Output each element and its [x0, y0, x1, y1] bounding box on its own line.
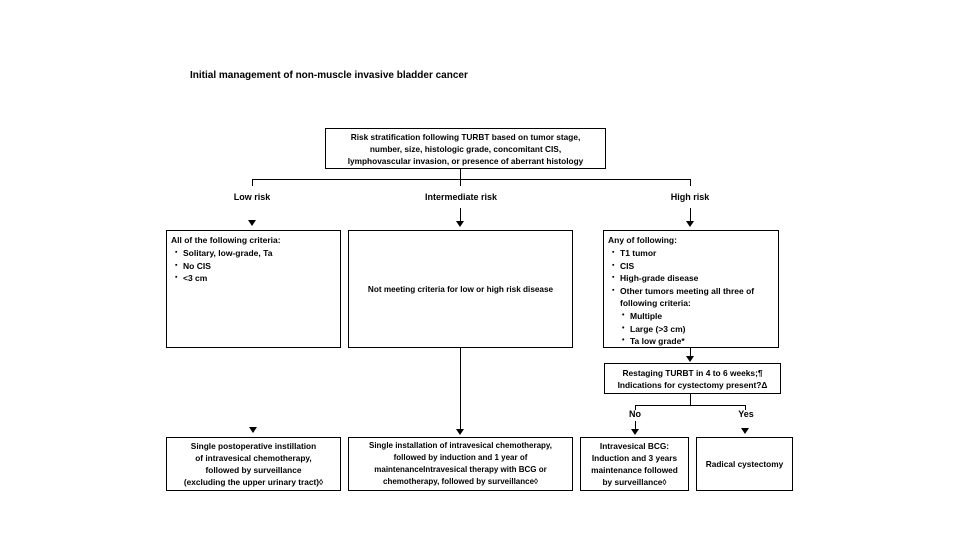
- square-bullet-icon: ▪: [612, 249, 615, 256]
- restaging-line: Indications for cystectomy present?Δ: [617, 379, 768, 390]
- square-bullet-icon: ▪: [612, 274, 615, 282]
- connector-branch-line: [252, 179, 691, 181]
- outcome-low-line: Single postoperative instillation: [190, 441, 317, 451]
- square-bullet-icon: ▪: [175, 261, 178, 269]
- arrow-line-no: [635, 421, 637, 430]
- intermediate-risk-text: Not meeting criteria for low or high ris…: [367, 284, 554, 294]
- outcome-bcg-line: by surveillance◊: [602, 477, 667, 487]
- list-item: ▪ High-grade disease: [608, 272, 774, 285]
- risk-stratification-line: Risk stratification following TURBT base…: [350, 131, 581, 142]
- arrow-line-restaging: [690, 348, 692, 357]
- outcome-intermediate-line: Single installation of intravesical chem…: [368, 441, 552, 450]
- low-risk-criteria-box: All of the following criteria: ▪ Solitar…: [166, 230, 341, 348]
- low-risk-item: <3 cm: [183, 273, 208, 284]
- high-risk-heading: Any of following:: [608, 235, 677, 245]
- low-risk-item: No CIS: [183, 260, 211, 271]
- square-bullet-icon: ▪: [612, 286, 615, 294]
- risk-stratification-line: number, size, histologic grade, concomit…: [369, 143, 562, 154]
- branch-label-intermediate: Intermediate risk: [424, 192, 498, 202]
- risk-stratification-line: lymphovascular invasion, or presence of …: [347, 155, 584, 166]
- outcome-intermediate-line: chemotherapy, followed by surveillance◊: [383, 477, 538, 486]
- connector-intermediate-stub: [460, 179, 462, 186]
- list-item: ▪ T1 tumor: [608, 247, 774, 260]
- connector-root-stub: [460, 169, 462, 179]
- arrow-line-intermediate: [460, 208, 462, 222]
- round-bullet-icon: •: [622, 324, 625, 332]
- high-risk-item: High-grade disease: [620, 273, 699, 284]
- outcome-box-low: Single postoperative instillation of int…: [166, 437, 341, 491]
- round-bullet-icon: •: [622, 311, 625, 319]
- list-item: ▪ <3 cm: [171, 272, 336, 285]
- outcome-box-bcg: Intravesical BCG: Induction and 3 years …: [580, 437, 689, 491]
- arrow-down-no: [631, 429, 639, 435]
- decision-label-yes: Yes: [738, 409, 754, 419]
- connector-high-stub: [690, 179, 692, 186]
- outcome-bcg-line: Induction and 3 years: [591, 453, 678, 463]
- arrow-down-restaging: [686, 356, 694, 362]
- round-bullet-icon: •: [622, 337, 625, 345]
- list-item: ▪ CIS: [608, 260, 774, 273]
- arrow-line-high: [690, 208, 692, 222]
- square-bullet-icon: ▪: [175, 274, 178, 282]
- list-item: ▪ No CIS: [171, 260, 336, 273]
- list-item: • Ta low grade*: [608, 335, 774, 348]
- connector-decision-line: [635, 405, 746, 407]
- outcome-intermediate-line: maintenanceIntravesical therapy with BCG…: [374, 465, 547, 474]
- list-item: • Multiple: [608, 310, 774, 323]
- arrow-down-high: [686, 221, 694, 227]
- risk-stratification-box: Risk stratification following TURBT base…: [325, 128, 606, 169]
- arrow-line-intermediate-outcome: [460, 348, 462, 429]
- connector-decision-stub: [690, 394, 692, 405]
- restaging-line: Restaging TURBT in 4 to 6 weeks;¶: [622, 367, 763, 378]
- arrow-down-yes: [741, 428, 749, 434]
- low-risk-heading: All of the following criteria:: [171, 235, 281, 245]
- branch-label-high: High risk: [670, 192, 710, 202]
- high-risk-item: T1 tumor: [620, 248, 657, 258]
- connector-no-stub: [635, 405, 637, 410]
- page-title: Initial management of non-muscle invasiv…: [190, 70, 468, 81]
- list-item: ▪ Other tumors meeting all three of foll…: [608, 285, 774, 310]
- outcome-bcg-line: maintenance followed: [591, 465, 678, 475]
- connector-low-stub: [252, 179, 254, 186]
- outcome-cystectomy-text: Radical cystectomy: [705, 459, 784, 469]
- outcome-low-line: (excluding the upper urinary tract)◊: [183, 477, 324, 487]
- arrow-down-intermediate-outcome: [456, 429, 464, 435]
- low-risk-item: Solitary, low-grade, Ta: [183, 248, 273, 258]
- connector-yes-stub: [745, 405, 747, 410]
- square-bullet-icon: ▪: [612, 261, 615, 269]
- high-risk-subitem: Large (>3 cm): [630, 323, 686, 334]
- outcome-low-line: followed by surveillance: [205, 465, 302, 475]
- high-risk-subitem: Multiple: [630, 310, 663, 321]
- high-risk-compound-item: Other tumors meeting all three of follow…: [620, 285, 755, 309]
- high-risk-criteria-box: Any of following: ▪ T1 tumor ▪ CIS ▪ Hig…: [603, 230, 779, 348]
- outcome-bcg-line: Intravesical BCG:: [599, 441, 670, 451]
- high-risk-item: CIS: [620, 260, 635, 271]
- high-risk-subitem: Ta low grade*: [630, 336, 685, 347]
- list-item: • Large (>3 cm): [608, 323, 774, 336]
- arrow-down-low: [248, 220, 256, 226]
- list-item: ▪ Solitary, low-grade, Ta: [171, 247, 336, 260]
- restaging-turbt-box: Restaging TURBT in 4 to 6 weeks;¶ Indica…: [604, 363, 781, 394]
- arrow-down-intermediate: [456, 221, 464, 227]
- outcome-box-cystectomy: Radical cystectomy: [696, 437, 793, 491]
- outcome-low-line: of intravesical chemotherapy,: [195, 453, 312, 463]
- outcome-box-intermediate: Single installation of intravesical chem…: [348, 437, 573, 491]
- arrow-down-low-outcome: [249, 427, 257, 433]
- branch-label-low: Low risk: [233, 192, 271, 202]
- square-bullet-icon: ▪: [175, 249, 178, 256]
- intermediate-risk-criteria-box: Not meeting criteria for low or high ris…: [348, 230, 573, 348]
- outcome-intermediate-line: followed by induction and 1 year of: [393, 453, 528, 462]
- decision-label-no: No: [629, 409, 641, 419]
